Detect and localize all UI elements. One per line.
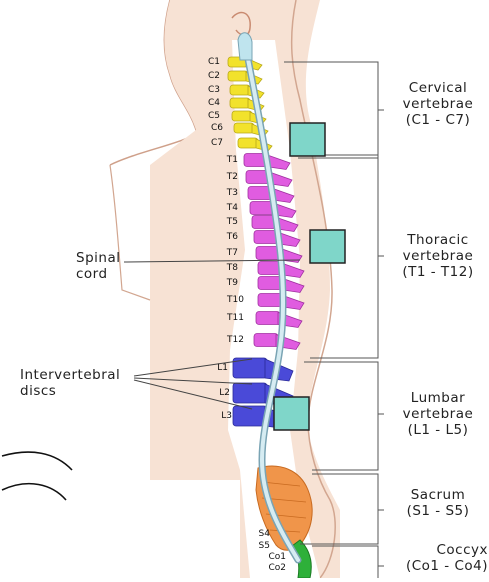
redaction-box-cervical <box>290 123 325 156</box>
coccyx-label: Coccyx (Co1 - Co4) <box>384 542 488 574</box>
brain-stem <box>238 33 252 60</box>
thoracic-label: Thoracic vertebrae (T1 - T12) <box>388 232 488 280</box>
discs-label: Intervertebral discs <box>20 367 140 399</box>
vertebra-label-co1: Co1 <box>264 552 286 562</box>
vertebra-label-s4: S4 <box>248 529 270 539</box>
sacrum-label-line2: (S1 - S5) <box>388 503 488 519</box>
discs-label-line2: discs <box>20 383 140 399</box>
vertebra-label-t12: T12 <box>222 335 244 345</box>
vertebra-label-c2: C2 <box>198 71 220 81</box>
vertebra-label-l1: L1 <box>206 363 228 373</box>
vertebra-label-c1: C1 <box>198 57 220 67</box>
vertebra-label-t2: T2 <box>216 172 238 182</box>
lumbar-label-line2: vertebrae <box>388 406 488 422</box>
spinal-cord-label-line1: Spinal <box>76 250 136 266</box>
vertebra-label-t4: T4 <box>216 203 238 213</box>
vertebra-label-t3: T3 <box>216 188 238 198</box>
vertebra-label-l3: L3 <box>210 411 232 421</box>
vertebra-label-c4: C4 <box>198 98 220 108</box>
redaction-box-thoracic <box>310 230 345 263</box>
cervical-label-line3: (C1 - C7) <box>388 112 488 128</box>
lumbar-label: Lumbar vertebrae (L1 - L5) <box>388 390 488 438</box>
vertebra-label-t11: T11 <box>222 313 244 323</box>
vertebra-label-c7: C7 <box>201 138 223 148</box>
vertebra-label-t7: T7 <box>216 248 238 258</box>
vertebra-label-c3: C3 <box>198 85 220 95</box>
vertebra-label-c6: C6 <box>201 123 223 133</box>
cervical-label-line2: vertebrae <box>388 96 488 112</box>
pen-stroke-2 <box>2 484 66 500</box>
lumbar-label-line1: Lumbar <box>388 390 488 406</box>
vertebra-label-t8: T8 <box>216 263 238 273</box>
thoracic-label-line1: Thoracic <box>388 232 488 248</box>
coccyx-label-line1: Coccyx <box>384 542 488 558</box>
cervical-label: Cervical vertebrae (C1 - C7) <box>388 80 488 128</box>
redaction-box-lumbar <box>274 397 309 430</box>
thoracic-label-line3: (T1 - T12) <box>388 264 488 280</box>
vertebra-label-co2: Co2 <box>264 563 286 573</box>
vertebra-label-t6: T6 <box>216 232 238 242</box>
pen-stroke-1 <box>2 452 72 470</box>
sacrum-label-line1: Sacrum <box>388 487 488 503</box>
vertebra-label-t5: T5 <box>216 217 238 227</box>
cervical-label-line1: Cervical <box>388 80 488 96</box>
vertebra-label-t9: T9 <box>216 278 238 288</box>
vertebra-label-t10: T10 <box>222 295 244 305</box>
thoracic-label-line2: vertebrae <box>388 248 488 264</box>
discs-label-line1: Intervertebral <box>20 367 140 383</box>
vertebra-label-c5: C5 <box>198 111 220 121</box>
spinal-cord-label: Spinal cord <box>76 250 136 282</box>
vertebra-label-s5: S5 <box>248 541 270 551</box>
vertebra-label-l2: L2 <box>208 388 230 398</box>
spinal-cord-label-line2: cord <box>76 266 136 282</box>
sacrum-label: Sacrum (S1 - S5) <box>388 487 488 519</box>
coccyx-label-line2: (Co1 - Co4) <box>384 558 488 574</box>
lumbar-label-line3: (L1 - L5) <box>388 422 488 438</box>
vertebra-label-t1: T1 <box>216 155 238 165</box>
